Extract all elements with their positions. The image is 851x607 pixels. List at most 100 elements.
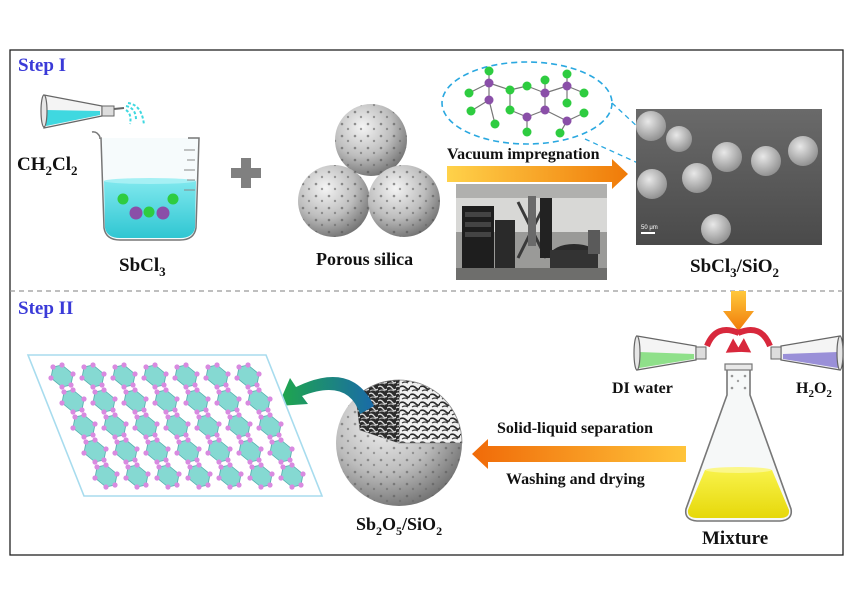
oxygen-atom [132,457,138,463]
oxygen-atom [70,371,76,377]
down-arrow [723,291,754,331]
oxygen-atom [114,471,120,477]
erlenmeyer-flask [684,363,793,522]
h2o2-label: H2O2 [796,380,832,400]
oxygen-atom [207,439,213,445]
oxygen-atom [194,409,200,415]
oxygen-atom [141,375,147,381]
oxygen-atom [92,421,98,427]
oxygen-atom [238,439,244,445]
oxygen-atom [256,425,262,431]
curved-arrow-left-head [725,338,741,353]
oxygen-atom [247,437,253,443]
chlorine-atom [167,193,179,205]
oxygen-atom [174,450,180,456]
oxygen-atom [269,471,275,477]
oxygen-atom [265,407,271,413]
oxygen-atom [174,482,180,488]
oxygen-atom [143,482,149,488]
outer-frame [9,49,844,556]
oxygen-atom [245,362,251,368]
oxygen-atom [247,475,253,481]
oxygen-atom [81,364,87,370]
oxygen-atom [103,446,109,452]
oxygen-atom [143,396,149,402]
oxygen-atom [236,450,242,456]
oxygen-atom [247,459,253,465]
oxygen-atom [163,371,169,377]
oxygen-atom [112,450,118,456]
separation-arrow [472,439,686,469]
oxygen-atom [194,371,200,377]
crystal-structure [26,354,324,497]
porous-silica-spheres [298,104,440,237]
oxygen-atom [247,389,253,395]
oxygen-atom [245,432,251,438]
oxygen-atom [196,484,202,490]
oxygen-atom [125,464,131,470]
oxygen-atom [112,434,118,440]
sbcl3-molecular-structure [441,61,613,145]
oxygen-atom [196,414,202,420]
curved-arrow-left [704,327,741,348]
oxygen-atom [163,409,169,415]
oxygen-atom [123,389,129,395]
oxygen-atom [123,459,129,465]
oxygen-atom [92,459,98,465]
oxygen-atom [103,462,109,468]
vacuum-impregnation-label: Vacuum impregnation [447,146,600,163]
oxygen-atom [163,387,169,393]
oxygen-atom [245,400,251,406]
oxygen-atom [174,434,180,440]
oxygen-atom [81,450,87,456]
oxygen-atom [289,462,295,468]
oxygen-atom [187,464,193,470]
chlorine-atom [143,206,155,218]
oxygen-atom [110,375,116,381]
oxygen-atom [145,471,151,477]
oxygen-atom [114,439,120,445]
oxygen-atom [154,389,160,395]
oxygen-atom [99,382,105,388]
plus-icon [231,158,261,188]
step2-label: Step II [18,298,73,319]
oxygen-atom [145,439,151,445]
oxygen-atom [256,457,262,463]
oxygen-atom [112,412,118,418]
oxygen-atom [110,407,116,413]
antimony-atom [129,206,143,220]
oxygen-atom [152,362,158,368]
oxygen-atom [123,437,129,443]
oxygen-atom [236,434,242,440]
oxygen-atom [103,414,109,420]
oxygen-atom [92,389,98,395]
rotary-evaporator-photo [456,184,607,280]
oxygen-atom [79,375,85,381]
oxygen-atom [205,364,211,370]
oxygen-atom [83,439,89,445]
oxygen-atom [267,396,273,402]
oxygen-atom [132,425,138,431]
oxygen-atom [256,409,262,415]
oxygen-atom [90,384,96,390]
oxygen-atom [289,446,295,452]
oxygen-atom [238,471,244,477]
oxygen-atom [152,432,158,438]
oxygen-atom [59,362,65,368]
oxygen-atom [90,400,96,406]
oxygen-atom [207,471,213,477]
oxygen-atom [152,384,158,390]
oxygen-atom [185,421,191,427]
oxygen-atom [196,446,202,452]
oxygen-atom [280,464,286,470]
oxygen-atom [172,375,178,381]
oxygen-atom [101,425,107,431]
oxygen-atom [203,375,209,381]
oxygen-atom [216,475,222,481]
oxygen-atom [61,389,67,395]
oxygen-atom [121,362,127,368]
oxygen-atom [143,434,149,440]
oxygen-atom [214,400,220,406]
vacuum-arrow [447,159,628,189]
oxygen-atom [103,484,109,490]
